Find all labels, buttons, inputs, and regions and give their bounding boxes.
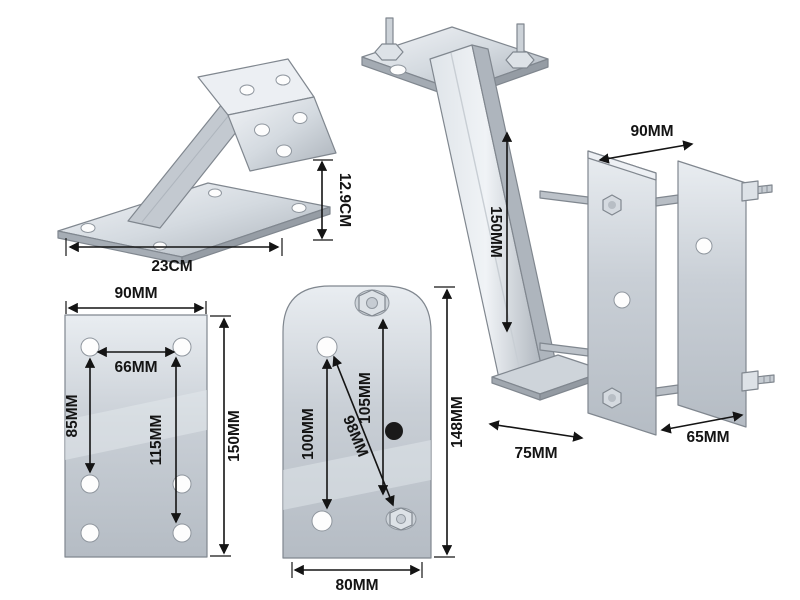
wall-mount-assembly-figure: 90MM 150MM 75MM 65MM [361, 17, 775, 462]
hex-bolt-head [602, 194, 622, 216]
bolt-hole [80, 223, 96, 233]
dim-label-80mm: 80MM [335, 577, 378, 594]
bolt-hole [316, 336, 338, 358]
hex-nut [741, 180, 759, 202]
dim-label-150mm-arm: 150MM [487, 206, 504, 258]
bolt-hole [208, 188, 222, 198]
dim-label-12-9cm: 12.9CM [336, 173, 353, 227]
hex-bolt-head [602, 387, 622, 409]
bolt-hole [275, 74, 291, 86]
dim-label-105mm: 105MM [357, 372, 374, 424]
iso-upper-plate-front [227, 96, 337, 172]
flat-plate-figure: 90MM 66MM 85MM 115MM 150MM [64, 285, 243, 558]
dim-label-65mm: 65MM [686, 429, 729, 446]
bolt-hole [153, 241, 167, 251]
bolt-hole [291, 203, 307, 213]
dim-label-66mm: 66MM [114, 359, 157, 376]
dim-arrow-75mm [488, 420, 584, 442]
bolt-hole [80, 337, 100, 357]
hex-nut [741, 370, 759, 392]
iso-brace-fold-line [141, 103, 239, 223]
dim-arrow-90mm-assembly [598, 140, 694, 164]
bolt-hole [80, 474, 100, 494]
dim-arrow-98mm [332, 355, 395, 507]
dim-arrow-65mm [660, 411, 744, 434]
hex-nut [505, 51, 535, 69]
threaded-rod [655, 384, 679, 397]
dim-label-150mm-plate: 150MM [226, 410, 243, 462]
bolt-hole [254, 123, 270, 137]
dim-label-23cm: 23CM [151, 258, 192, 275]
hex-nut [374, 43, 404, 61]
bolt-hole [292, 112, 308, 124]
clamp-rod [539, 190, 589, 205]
dim-label-90mm-plate: 90MM [114, 285, 157, 302]
dim-label-90mm-assembly: 90MM [630, 123, 673, 140]
bolt-hole [389, 64, 407, 76]
bolt-hole [695, 237, 713, 255]
hex-bolt-head [358, 289, 386, 317]
bolt-hole [172, 337, 192, 357]
dim-label-148mm: 148MM [449, 396, 466, 448]
hex-bolt-head [389, 507, 413, 531]
bolt-hole [239, 84, 255, 96]
clamp-plate-back [677, 160, 747, 428]
pivot-hole-dark [385, 422, 403, 440]
dim-label-85mm: 85MM [64, 394, 81, 437]
rounded-plate-figure: 100MM 105MM 98MM 148MM 80MM [282, 285, 466, 594]
dim-label-75mm: 75MM [514, 445, 557, 462]
dim-label-100mm: 100MM [300, 408, 317, 460]
bolt-hole [311, 510, 333, 532]
dim-label-115mm: 115MM [148, 415, 165, 466]
bolt-hole [80, 523, 100, 543]
bolt-shaft [516, 23, 525, 57]
iso-bracket-figure: 23CM 12.9CM [57, 58, 353, 275]
bolt-hole [613, 291, 631, 309]
bolt-hole [276, 144, 292, 158]
bolt-hole [172, 523, 192, 543]
threaded-rod [655, 194, 679, 207]
